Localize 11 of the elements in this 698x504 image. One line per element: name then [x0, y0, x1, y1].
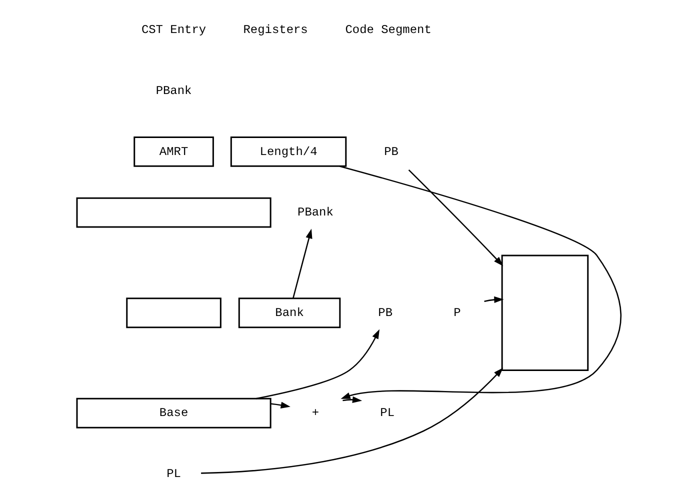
node-text: P [454, 306, 461, 320]
node-text: PL [380, 406, 395, 420]
node-text: + [312, 406, 320, 420]
label: Code Segment [345, 23, 432, 38]
node-text: PB [378, 306, 393, 320]
node-text: PB [384, 144, 398, 159]
label: CST Entry [141, 23, 206, 38]
label: Registers [243, 23, 308, 38]
label: PBank [156, 84, 192, 98]
node-text: PL [166, 467, 181, 482]
node-text: PBank [298, 206, 334, 220]
